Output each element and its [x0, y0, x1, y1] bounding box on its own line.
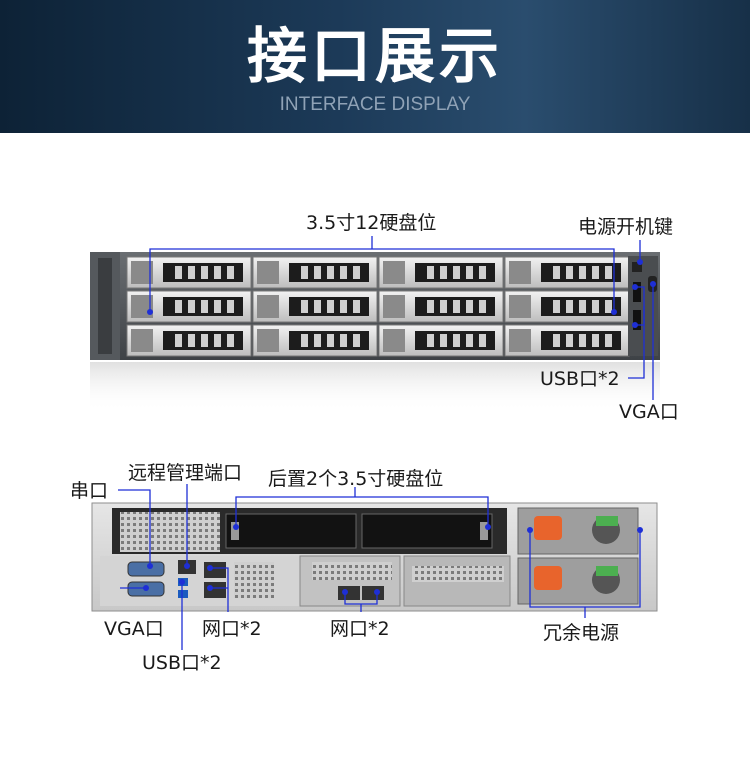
drive-vent-slot — [301, 300, 308, 313]
rear-callouts — [118, 484, 641, 650]
drive-vent-slot — [427, 334, 434, 347]
drive-vent-slot — [201, 334, 208, 347]
label-front-vga: VGA口 — [619, 401, 679, 423]
drive-vent-slot — [440, 300, 447, 313]
page-subtitle: INTERFACE DISPLAY — [279, 94, 471, 115]
label-lan-onboard: 网口*2 — [202, 618, 262, 640]
drive-vent-slot — [301, 266, 308, 279]
drive-latch — [131, 261, 153, 284]
drive-vent-slot — [453, 300, 460, 313]
drive-vent-slot — [227, 300, 234, 313]
drive-vent-slot — [479, 300, 486, 313]
power-button-icon — [632, 262, 642, 272]
drive-vent-slot — [566, 334, 573, 347]
label-front-usb: USB口*2 — [540, 368, 620, 390]
drive-vent-slot — [201, 266, 208, 279]
drive-vent-slot — [353, 300, 360, 313]
header-banner: 接口展示 INTERFACE DISPLAY — [0, 0, 750, 133]
drive-vent-slot — [327, 300, 334, 313]
drive-latch — [257, 295, 279, 318]
drive-vent-slot — [566, 266, 573, 279]
drive-vent-slot — [340, 266, 347, 279]
drive-vent-slot — [592, 334, 599, 347]
drive-latch — [509, 329, 531, 352]
label-redundant-psu: 冗余电源 — [543, 622, 620, 644]
rear-server — [91, 502, 658, 612]
drive-latch — [257, 329, 279, 352]
drive-latch — [383, 295, 405, 318]
front-callouts — [149, 236, 654, 400]
drive-vent-slot — [479, 266, 486, 279]
drive-vent-slot — [427, 266, 434, 279]
drive-vent-slot — [340, 334, 347, 347]
label-lan-card: 网口*2 — [330, 618, 390, 640]
drive-vent-slot — [466, 334, 473, 347]
drive-vent-slot — [188, 334, 195, 347]
drive-vent-slot — [314, 266, 321, 279]
drive-vent-slot — [327, 266, 334, 279]
drive-latch — [383, 261, 405, 284]
drive-vent-slot — [479, 334, 486, 347]
drive-vent-slot — [440, 334, 447, 347]
drive-vent-slot — [579, 266, 586, 279]
drive-vent-slot — [605, 266, 612, 279]
drive-vent-slot — [227, 334, 234, 347]
drive-vent-slot — [327, 334, 334, 347]
drive-vent-slot — [566, 300, 573, 313]
label-remote-mgmt: 远程管理端口 — [128, 462, 243, 484]
drive-latch — [131, 329, 153, 352]
drive-vent-slot — [605, 334, 612, 347]
drive-vent-slot — [314, 300, 321, 313]
drive-vent-slot — [353, 266, 360, 279]
drive-vent-slot — [440, 266, 447, 279]
drive-latch — [509, 295, 531, 318]
drive-latch — [383, 329, 405, 352]
drive-vent-slot — [214, 300, 221, 313]
label-serial-port: 串口 — [70, 480, 109, 502]
drive-vent-slot — [201, 300, 208, 313]
page-title: 接口展示 — [247, 22, 503, 92]
drive-vent-slot — [301, 334, 308, 347]
drive-vent-slot — [188, 266, 195, 279]
drive-vent-slot — [605, 300, 612, 313]
drive-vent-slot — [188, 300, 195, 313]
drive-vent-slot — [553, 334, 560, 347]
label-rear-vga: VGA口 — [104, 618, 164, 640]
hdd-bays — [126, 256, 630, 357]
drive-vent-slot — [592, 300, 599, 313]
drive-vent-slot — [227, 266, 234, 279]
drive-vent-slot — [353, 334, 360, 347]
drive-vent-slot — [427, 300, 434, 313]
drive-latch — [509, 261, 531, 284]
drive-vent-slot — [453, 334, 460, 347]
label-hdd-bays: 3.5寸12硬盘位 — [306, 212, 437, 234]
label-power-button: 电源开机键 — [578, 216, 674, 238]
drive-vent-slot — [553, 300, 560, 313]
drive-vent-slot — [592, 266, 599, 279]
drive-vent-slot — [175, 300, 182, 313]
usb-port-icon — [633, 310, 641, 330]
drive-vent-slot — [579, 334, 586, 347]
drive-vent-slot — [314, 334, 321, 347]
label-rear-bays: 后置2个3.5寸硬盘位 — [268, 468, 444, 490]
drive-vent-slot — [214, 266, 221, 279]
drive-vent-slot — [214, 334, 221, 347]
drive-vent-slot — [340, 300, 347, 313]
drive-vent-slot — [553, 266, 560, 279]
drive-vent-slot — [453, 266, 460, 279]
front-server — [90, 252, 660, 412]
drive-vent-slot — [175, 334, 182, 347]
drive-vent-slot — [466, 266, 473, 279]
label-rear-usb: USB口*2 — [142, 652, 222, 674]
usb-port-icon — [633, 282, 641, 302]
drive-vent-slot — [175, 266, 182, 279]
drive-vent-slot — [579, 300, 586, 313]
drive-vent-slot — [466, 300, 473, 313]
drive-latch — [257, 261, 279, 284]
